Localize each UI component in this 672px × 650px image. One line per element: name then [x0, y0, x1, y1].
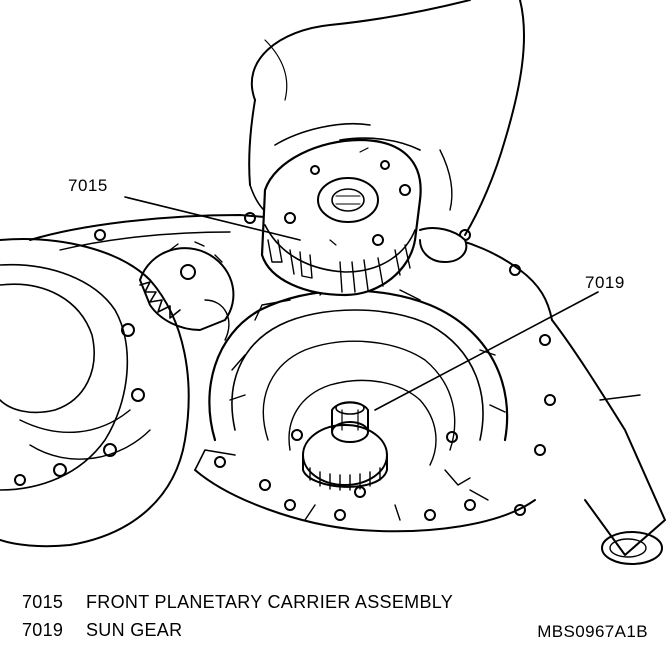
transmission-case — [29, 212, 666, 565]
side-gear — [139, 241, 235, 341]
leader-line-7019 — [374, 291, 599, 411]
left-housing — [0, 238, 190, 548]
callout-sun-gear-number: 7019 — [585, 273, 625, 292]
sun-gear — [302, 401, 388, 491]
legend-description: FRONT PLANETARY CARRIER ASSEMBLY — [86, 592, 454, 612]
leader-lines — [124, 196, 599, 411]
planetary-carrier — [260, 138, 422, 297]
callout-carrier-number: 7015 — [68, 176, 108, 195]
legend-number: 7019 — [22, 620, 64, 640]
main-bore — [208, 284, 509, 501]
legend-item: 7015 FRONT PLANETARY CARRIER ASSEMBLY — [22, 592, 453, 613]
legend-item: 7019 SUN GEAR — [22, 620, 182, 641]
figure-id: MBS0967A1B — [537, 622, 648, 641]
legend-description: SUN GEAR — [86, 620, 183, 640]
leader-line-7015 — [124, 196, 301, 241]
legend-number: 7015 — [22, 592, 64, 612]
